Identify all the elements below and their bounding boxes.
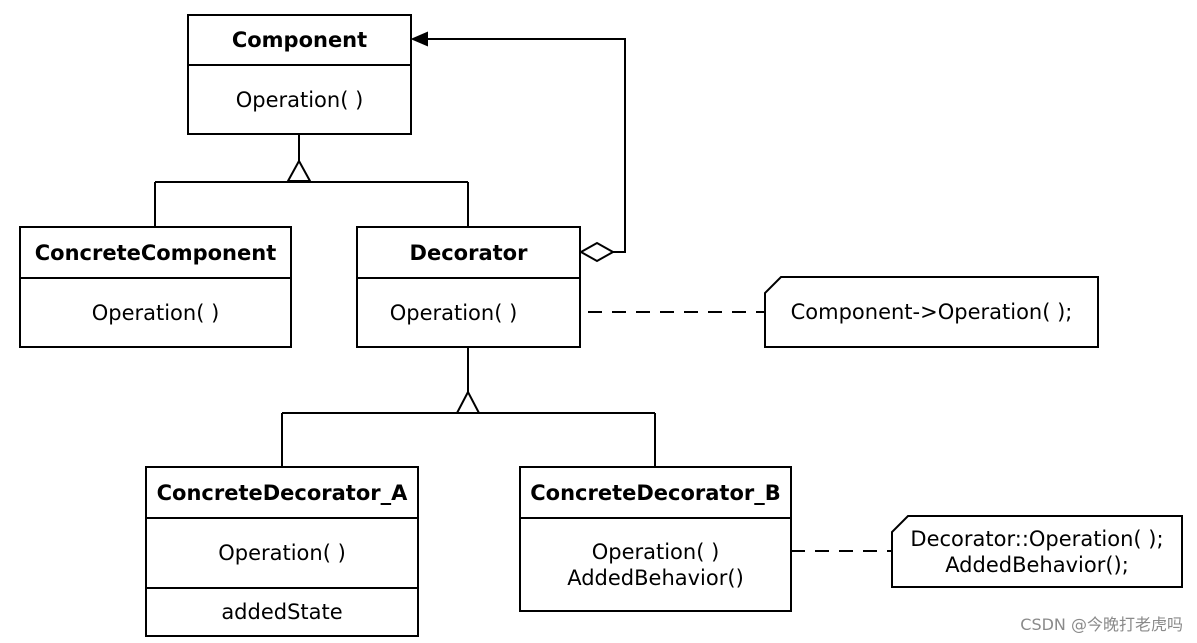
note-decorator-line1: Component->Operation( ); <box>790 300 1073 324</box>
class-concrete-decorator-a-operation: Operation( ) <box>218 541 346 565</box>
note-shape-decorator <box>764 276 1099 348</box>
class-concrete-decorator-b-operation: Operation( ) <box>591 539 720 564</box>
class-component-operation: Operation( ) <box>235 87 364 112</box>
class-concrete-decorator-a-name: ConcreteDecorator_A <box>147 468 417 519</box>
inheritance-triangle-component <box>286 158 312 182</box>
note-decorator-b-line1: Decorator::Operation( ); <box>910 526 1164 551</box>
note-decorator: Component->Operation( ); <box>767 279 1096 345</box>
class-concrete-component: ConcreteComponent Operation( ) <box>19 226 292 348</box>
class-decorator-name: Decorator <box>358 228 579 279</box>
note-decorator-b: Decorator::Operation( ); AddedBehavior()… <box>894 518 1180 585</box>
class-component: Component Operation( ) <box>187 14 412 135</box>
class-concrete-decorator-a-attribute: addedState <box>147 587 417 635</box>
class-concrete-decorator-a: ConcreteDecorator_A Operation( ) addedSt… <box>145 466 419 637</box>
class-concrete-decorator-b-name: ConcreteDecorator_B <box>521 468 790 519</box>
aggregation-diamond <box>578 241 616 263</box>
note-decorator-b-line2: AddedBehavior(); <box>945 552 1129 577</box>
class-decorator-operation: Operation( ) <box>389 300 518 325</box>
class-concrete-decorator-b-operations: Operation( ) AddedBehavior() <box>521 519 790 610</box>
class-concrete-decorator-b-operation2: AddedBehavior() <box>567 565 744 590</box>
watermark: CSDN @今晚打老虎吗 <box>1020 615 1183 634</box>
class-concrete-decorator-b: ConcreteDecorator_B Operation( ) AddedBe… <box>519 466 792 612</box>
class-concrete-component-operation: Operation( ) <box>91 300 220 325</box>
class-component-name: Component <box>189 16 410 66</box>
class-decorator: Decorator Operation( ) <box>356 226 581 348</box>
aggregation-arrowhead <box>410 31 428 47</box>
note-shape-decorator-b <box>891 515 1183 588</box>
aggregation-line <box>426 38 626 253</box>
inheritance-triangle-decorator <box>455 389 481 414</box>
class-concrete-component-name: ConcreteComponent <box>21 228 290 279</box>
